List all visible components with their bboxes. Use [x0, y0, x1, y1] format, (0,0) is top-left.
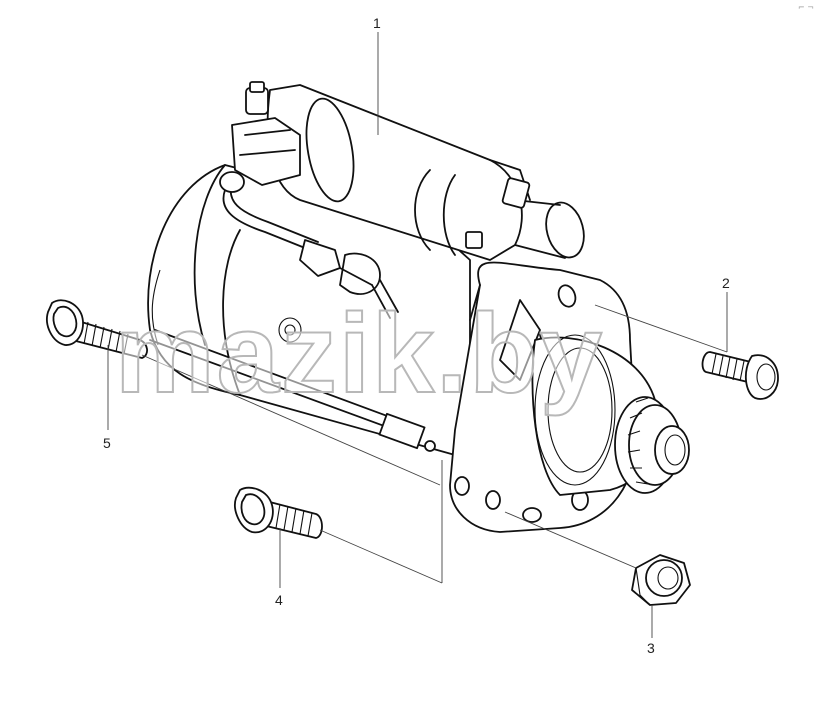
leader-lines [107, 32, 728, 638]
nut-3 [631, 554, 691, 606]
watermark-text: mazik.by [115, 291, 604, 416]
callout-1: 1 [373, 15, 381, 31]
starter-motor [147, 81, 690, 533]
bolt-2 [701, 351, 779, 400]
bolt-5 [46, 299, 148, 359]
bolt-4 [234, 486, 323, 539]
callout-5: 5 [103, 435, 111, 451]
corner-mark: ⌐ ¬ [798, 3, 814, 12]
callout-4: 4 [275, 592, 283, 608]
callout-2: 2 [722, 275, 730, 291]
callout-3: 3 [647, 640, 655, 656]
